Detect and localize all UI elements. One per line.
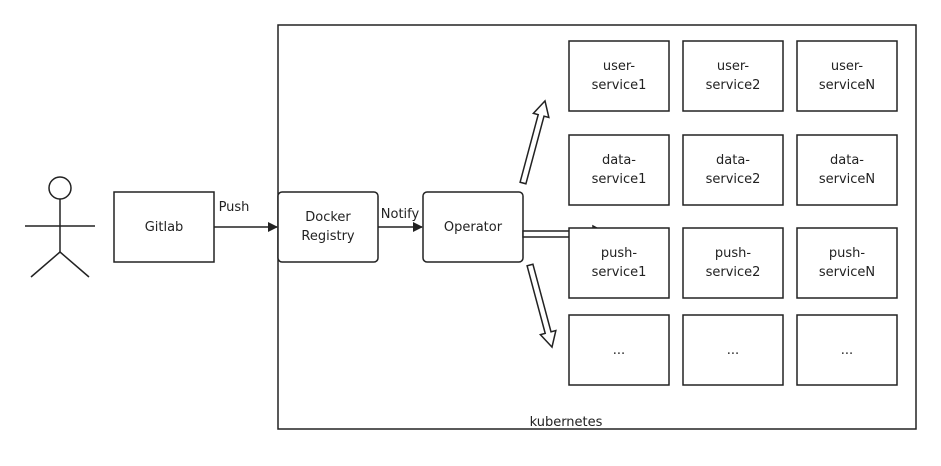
service-box xyxy=(568,134,670,206)
service-label: user- serviceN xyxy=(818,59,876,93)
service-label: user- service1 xyxy=(591,59,647,93)
service-box xyxy=(568,227,670,299)
service-label: data- serviceN xyxy=(818,153,876,187)
gitlab-label: Gitlab xyxy=(144,219,184,235)
service-box xyxy=(796,227,898,299)
service-box xyxy=(796,314,898,386)
service-label: push- serviceN xyxy=(818,246,876,280)
service-box xyxy=(682,40,784,112)
service-label: ... xyxy=(612,342,626,358)
service-box xyxy=(796,40,898,112)
service-box xyxy=(682,314,784,386)
service-label: push- service1 xyxy=(591,246,647,280)
notify-label: Notify xyxy=(380,207,420,222)
service-box xyxy=(568,314,670,386)
service-box xyxy=(796,134,898,206)
operator-to-user-services-arrow xyxy=(519,99,550,185)
service-label: ... xyxy=(840,342,854,358)
kubernetes-label: kubernetes xyxy=(529,415,603,430)
push-label: Push xyxy=(218,200,250,215)
docker-registry-label: Docker Registry xyxy=(301,210,355,244)
service-box xyxy=(568,40,670,112)
service-label: push- service2 xyxy=(705,246,761,280)
service-label: ... xyxy=(726,342,740,358)
service-label: data- service1 xyxy=(591,153,647,187)
service-box xyxy=(682,227,784,299)
operator-label: Operator xyxy=(443,219,503,235)
service-label: data- service2 xyxy=(705,153,761,187)
service-box xyxy=(682,134,784,206)
service-label: user- service2 xyxy=(705,59,761,93)
user-actor-icon xyxy=(25,176,95,278)
operator-to-more-services-arrow xyxy=(526,263,557,349)
operator-box xyxy=(422,191,524,263)
service-grid xyxy=(568,40,898,386)
